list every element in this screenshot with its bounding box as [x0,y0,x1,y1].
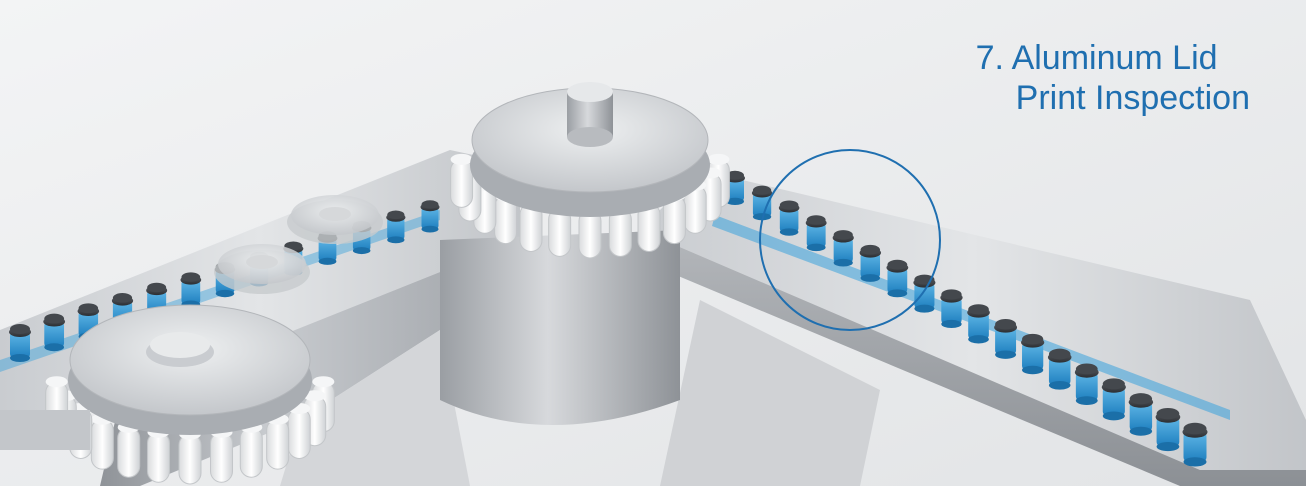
station-caption: 7. Aluminum Lid Print Inspection [976,38,1250,118]
center-star-wheel [450,82,730,259]
small-wheel-2 [214,244,310,294]
right-vial-row [725,170,1208,467]
center-column [440,230,680,425]
left-star-wheel [45,304,335,485]
caption-line-1: 7. Aluminum Lid [975,39,1218,77]
inspection-circle [759,149,941,331]
inner-floor-right [660,300,880,486]
side-platform [0,410,90,450]
inner-floor [280,330,470,486]
caption-line-2: Print Inspection [1015,79,1250,117]
small-wheel-1 [287,195,383,244]
